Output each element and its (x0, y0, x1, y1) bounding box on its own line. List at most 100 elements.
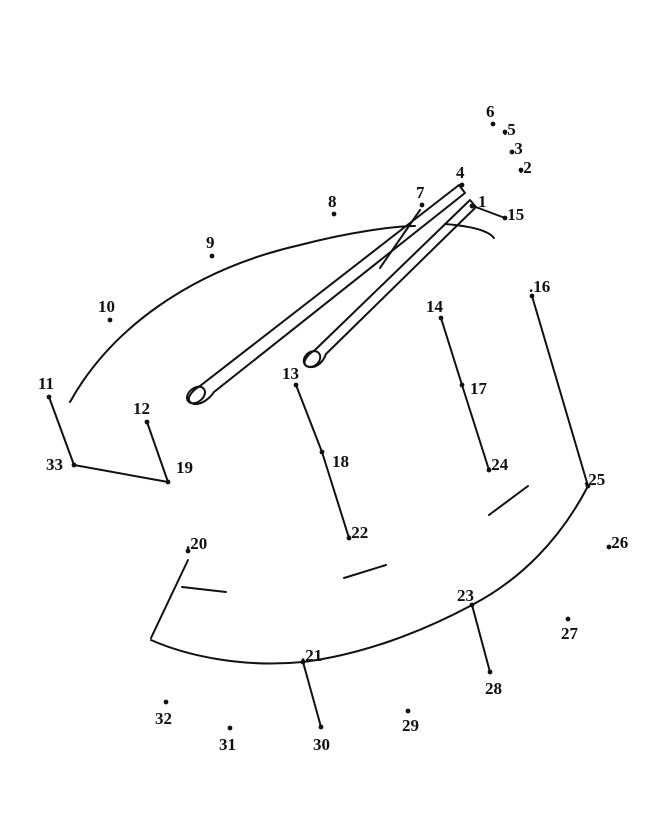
dot-25-point (585, 483, 591, 489)
dot-10: 10 (98, 297, 115, 323)
dot-14-point (438, 315, 444, 321)
drumstick-long-tip (186, 385, 206, 405)
dot-8-point (331, 211, 337, 217)
drum-strap-line-13-18 (295, 384, 323, 453)
dot-20-point (185, 548, 191, 554)
dot-3-point (509, 149, 515, 155)
drum-right-side-line (531, 295, 589, 487)
dot-28-label: 28 (485, 679, 502, 698)
dot-23-label: 23 (457, 586, 474, 605)
drum-bottom-left-line (73, 464, 169, 483)
drum-lower-strap-mark-right (488, 485, 529, 516)
drum-leg-23-28 (471, 604, 491, 673)
drum-bottom-rim-arc (150, 485, 589, 665)
drum-lower-strap-mark-left (181, 586, 227, 593)
dot-2-point (518, 167, 524, 173)
dot-27-label: 27 (561, 624, 579, 643)
dot-23: 23 (457, 586, 475, 608)
dot-15-point (502, 215, 508, 221)
dot-21-point (300, 659, 306, 665)
dot-30-point (318, 724, 324, 730)
dot-3-label: .3 (510, 139, 523, 158)
drumstick-long (187, 184, 466, 406)
dot-5-point (502, 129, 508, 135)
dot-20-label: .20 (186, 534, 207, 553)
dot-9-label: 9 (206, 233, 215, 252)
drum-strap-line-12-19 (146, 421, 169, 483)
dot-15: .15 (502, 205, 524, 224)
dot-24-label: .24 (487, 455, 509, 474)
dot-17: 17 (459, 379, 488, 398)
dot-7-label: 7 (416, 183, 425, 202)
dot-22-point (346, 535, 352, 541)
dot-5-label: .5 (503, 120, 516, 139)
dot-22: .22 (346, 523, 368, 542)
dot-26: .26 (606, 533, 628, 552)
drumstick-connector (379, 209, 421, 269)
dot-9-point (209, 253, 215, 259)
dot-4-label: 4 (456, 163, 465, 182)
dot-19: 19 (165, 458, 193, 485)
dot-11: 11 (38, 374, 54, 400)
dot-20: .20 (185, 534, 207, 554)
dot-16: .16 (529, 277, 550, 299)
dot-15-label: .15 (503, 205, 524, 224)
dot-33: 33 (46, 455, 77, 474)
dot-14-label: 14 (426, 297, 444, 316)
dot-32-point (163, 699, 169, 705)
dot-13-label: 13 (282, 364, 299, 383)
dot-19-label: 19 (176, 458, 193, 477)
dot-18-label: 18 (332, 452, 349, 471)
dot-13: 13 (282, 364, 299, 388)
dot-32: 32 (155, 699, 172, 728)
dot-14: 14 (426, 297, 444, 321)
dot-17-label: 17 (470, 379, 488, 398)
dot-12: 12 (133, 399, 150, 425)
drum-lower-strap-mark-middle (343, 564, 387, 579)
dot-5: .5 (502, 120, 516, 139)
dot-12-point (144, 419, 150, 425)
drum-strap-line-17-24 (461, 384, 490, 471)
dot-7: 7 (416, 183, 425, 208)
dot-16-point (529, 293, 535, 299)
dot-30: 30 (313, 724, 330, 754)
dot-28-point (487, 669, 493, 675)
dot-3: .3 (509, 139, 523, 158)
dot-1-point (469, 203, 475, 209)
drum-strap-line-18-22 (321, 451, 350, 539)
drum-top-short-line (472, 205, 506, 219)
dot-10-point (107, 317, 113, 323)
dot-27-point (565, 616, 571, 622)
dot-29-point (405, 708, 411, 714)
dot-29: 29 (402, 708, 419, 735)
dot-9: 9 (206, 233, 215, 259)
dot-31: 31 (219, 725, 236, 754)
dot-32-label: 32 (155, 709, 172, 728)
dot-26-label: .26 (607, 533, 628, 552)
dot-25: .25 (584, 470, 605, 489)
drum-lower-left-line (150, 559, 189, 639)
dot-11-point (46, 394, 52, 400)
dot-21: .21 (300, 646, 322, 665)
numbered-dots: 1.2.34.567891011121314.15.16171819.20.21… (38, 102, 628, 754)
drum-top-rim-right-arc (444, 223, 495, 239)
dot-18-point (319, 449, 325, 455)
dot-33-point (71, 462, 77, 468)
dot-6-point (490, 121, 496, 127)
drum-outline (48, 205, 589, 728)
dot-11-label: 11 (38, 374, 54, 393)
dot-12-label: 12 (133, 399, 150, 418)
dot-8-label: 8 (328, 192, 337, 211)
dot-8: 8 (328, 192, 337, 217)
dot-24-point (486, 467, 492, 473)
dot-28: 28 (485, 669, 502, 698)
dot-1-label: 1 (478, 192, 487, 211)
drum-left-side-line (48, 396, 75, 466)
dot-23-point (469, 602, 475, 608)
dot-31-label: 31 (219, 735, 236, 754)
dot-1: 1 (469, 192, 487, 211)
dot-24: .24 (486, 455, 509, 474)
dot-31-point (227, 725, 233, 731)
